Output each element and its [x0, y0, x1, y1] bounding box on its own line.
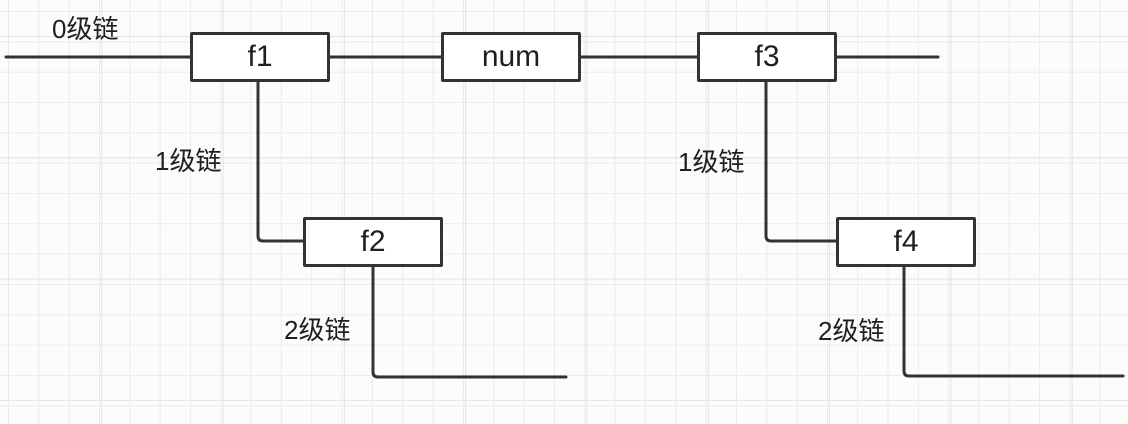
label-level2-chain-left: 2级链 — [284, 315, 351, 345]
node-label: f1 — [247, 40, 273, 73]
node-f1: f1 — [190, 32, 330, 82]
node-num: num — [441, 32, 581, 82]
node-f4: f4 — [836, 217, 976, 267]
node-label: num — [481, 40, 541, 73]
edge-f1-f2-connector — [256, 80, 305, 243]
node-f3: f3 — [697, 32, 837, 82]
label-level1-chain-left: 1级链 — [155, 146, 222, 176]
node-label: f2 — [360, 225, 386, 258]
label-level1-chain-right: 1级链 — [678, 147, 745, 177]
node-label: f3 — [754, 40, 780, 73]
node-f2: f2 — [303, 217, 443, 267]
label-level2-chain-right: 2级链 — [818, 316, 885, 346]
label-level0-chain: 0级链 — [52, 14, 119, 44]
edge-f2-level2-tail — [371, 265, 568, 379]
node-label: f4 — [893, 225, 919, 258]
edge-f4-level2-tail — [902, 265, 1125, 378]
edge-f3-f4-connector — [764, 80, 838, 243]
